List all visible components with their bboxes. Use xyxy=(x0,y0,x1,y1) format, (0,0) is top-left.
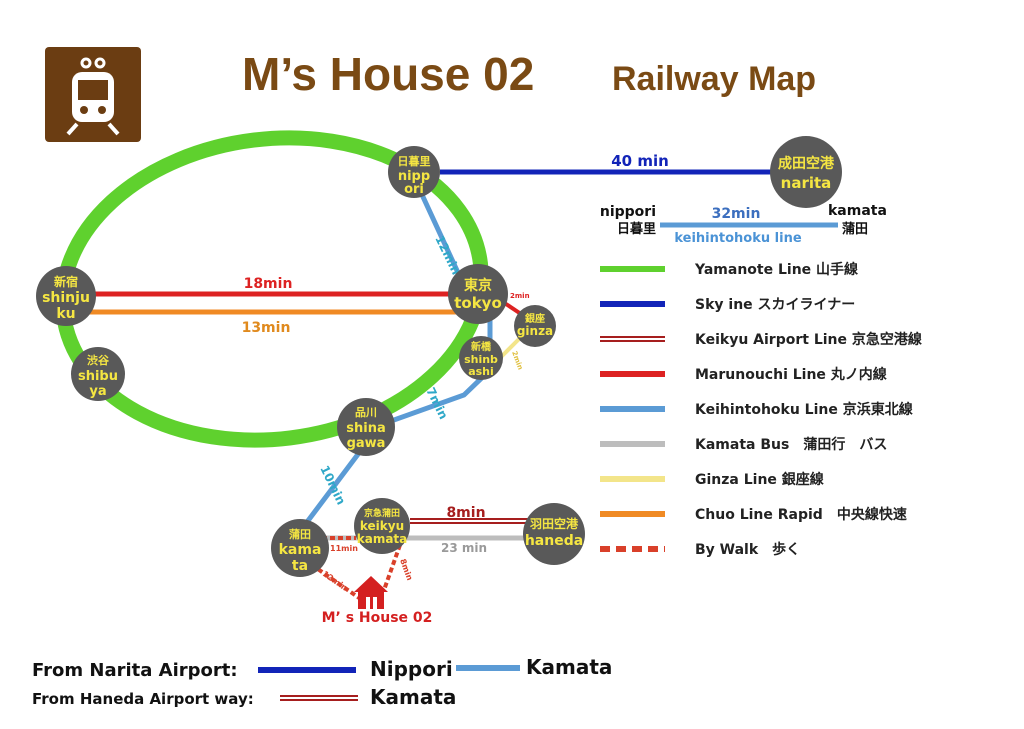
station-shinbashi[interactable]: 新橋 shinb ashi xyxy=(459,336,503,380)
svg-text:haneda: haneda xyxy=(525,533,583,549)
legend-item: Yamanote Line 山手線 xyxy=(600,261,858,278)
walk-time-kamata-house: 12min xyxy=(321,569,349,593)
legend-item: Chuo Line Rapid 中央線快速 xyxy=(600,506,907,523)
legend-item: Kamata Bus 蒲田行 バス xyxy=(600,436,887,453)
house-icon xyxy=(354,576,388,609)
svg-text:ginza: ginza xyxy=(517,324,553,338)
svg-text:kama: kama xyxy=(279,542,322,558)
legend-label: Ginza Line 銀座線 xyxy=(695,471,824,488)
svg-text:渋谷: 渋谷 xyxy=(87,353,110,367)
shinbashi-ginza-time: 2min xyxy=(510,350,524,371)
chuo-time: 13min xyxy=(242,320,291,336)
svg-text:gawa: gawa xyxy=(347,436,386,451)
station-ginza[interactable]: 銀座 ginza xyxy=(514,305,556,347)
svg-text:京急蒲田: 京急蒲田 xyxy=(364,507,400,519)
station-tokyo[interactable]: 東京 tokyo xyxy=(448,264,508,324)
sample-left-jp: 日暮里 xyxy=(617,221,656,237)
footer-narita-dest: Kamata xyxy=(526,655,612,679)
footer-narita-label: From Narita Airport: xyxy=(32,660,238,681)
bus-time: 23 min xyxy=(441,541,487,555)
legend-label: Chuo Line Rapid 中央線快速 xyxy=(695,506,907,523)
legend-label: Yamanote Line 山手線 xyxy=(694,261,858,278)
legend-item: Keihintohoku Line 京浜東北線 xyxy=(600,401,913,418)
legend-item: Sky ine スカイライナー xyxy=(600,297,855,313)
station-keikyu-kamata[interactable]: 京急蒲田 keikyu kamata xyxy=(354,498,410,554)
legend-label: Keikyu Airport Line 京急空港線 xyxy=(695,331,922,348)
station-shibuya[interactable]: 渋谷 shibu ya xyxy=(71,347,125,401)
svg-text:品川: 品川 xyxy=(355,406,377,419)
walk-time-kamata: 11min xyxy=(330,544,358,553)
svg-text:新宿: 新宿 xyxy=(54,274,78,289)
svg-text:shina: shina xyxy=(346,421,385,436)
footer-narita-via: Nippori xyxy=(370,657,453,681)
page-title: M’s House 02 xyxy=(242,48,534,100)
footer-haneda-label: From Haneda Airport way: xyxy=(32,690,254,708)
legend-label: Kamata Bus 蒲田行 バス xyxy=(695,436,887,453)
legend-item: Ginza Line 銀座線 xyxy=(600,471,824,488)
legend-label: Sky ine スカイライナー xyxy=(695,297,855,313)
svg-text:kamata: kamata xyxy=(357,532,408,546)
sample-right-en: kamata xyxy=(828,203,887,219)
skyliner-time: 40 min xyxy=(611,152,669,170)
svg-text:narita: narita xyxy=(781,174,832,192)
svg-text:ku: ku xyxy=(56,306,75,322)
keikyu-haneda-time: 8min xyxy=(446,505,485,521)
svg-text:成田空港: 成田空港 xyxy=(778,155,835,172)
station-shinjuku[interactable]: 新宿 shinju ku xyxy=(36,266,96,326)
footer-haneda-dest: Kamata xyxy=(370,685,456,709)
svg-text:shibu: shibu xyxy=(78,369,118,384)
svg-text:tokyo: tokyo xyxy=(454,294,502,312)
sample-right-jp: 蒲田 xyxy=(842,221,868,237)
svg-text:keikyu: keikyu xyxy=(360,519,404,533)
train-icon xyxy=(45,47,141,142)
svg-text:nipp: nipp xyxy=(398,169,430,184)
svg-text:ya: ya xyxy=(89,384,106,399)
legend-label: Keihintohoku Line 京浜東北線 xyxy=(695,401,913,418)
svg-text:shinb: shinb xyxy=(464,353,498,366)
station-kamata[interactable]: 蒲田 kama ta xyxy=(271,519,329,577)
svg-text:ta: ta xyxy=(292,558,308,574)
station-nippori[interactable]: 日暮里 nipp ori xyxy=(388,146,440,198)
tokyo-ginza-time: 2min xyxy=(510,292,530,300)
legend-label: Marunouchi Line 丸ノ内線 xyxy=(695,366,887,383)
svg-text:蒲田: 蒲田 xyxy=(289,527,311,541)
legend-label: By Walk 歩く xyxy=(695,541,800,558)
svg-text:shinju: shinju xyxy=(42,290,90,306)
keihin-sample: nippori 日暮里 32min keihintohoku line kama… xyxy=(600,203,887,246)
station-haneda[interactable]: 羽田空港 haneda xyxy=(523,503,585,565)
legend-item: Marunouchi Line 丸ノ内線 xyxy=(600,366,887,383)
sample-left-en: nippori xyxy=(600,204,656,220)
page-subtitle: Railway Map xyxy=(612,60,816,98)
legend: Yamanote Line 山手線 Sky ine スカイライナー Keikyu A… xyxy=(600,261,922,558)
sample-line-name: keihintohoku line xyxy=(674,231,801,246)
legend-item: By Walk 歩く xyxy=(600,541,800,558)
svg-text:日暮里: 日暮里 xyxy=(398,154,431,168)
house-label: M’ s House 02 xyxy=(322,610,433,626)
svg-text:羽田空港: 羽田空港 xyxy=(530,516,579,531)
nippori-tokyo-time: 12min xyxy=(432,233,463,277)
station-narita[interactable]: 成田空港 narita xyxy=(770,136,842,208)
svg-text:東京: 東京 xyxy=(464,277,492,294)
walk-time-keikyu-house: 8min xyxy=(398,558,414,582)
svg-text:ashi: ashi xyxy=(468,365,494,378)
svg-text:新橋: 新橋 xyxy=(471,340,492,353)
legend-item: Keikyu Airport Line 京急空港線 xyxy=(600,331,922,348)
svg-text:銀座: 銀座 xyxy=(525,312,545,325)
station-shinagawa[interactable]: 品川 shina gawa xyxy=(337,398,395,456)
marunouchi-time: 18min xyxy=(244,276,293,292)
sample-time: 32min xyxy=(712,206,761,222)
svg-text:ori: ori xyxy=(404,182,424,197)
